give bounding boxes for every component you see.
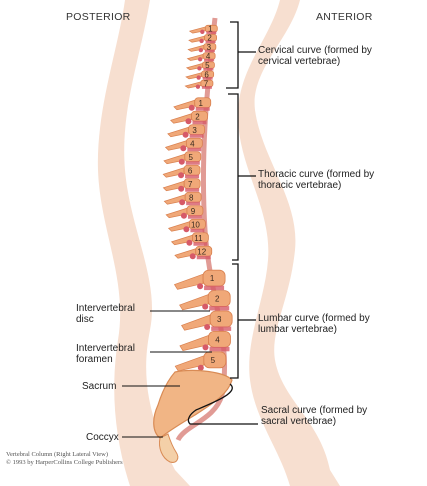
lumbar-vertebra-number: 1	[210, 274, 215, 283]
intervertebral-foramen	[204, 324, 211, 330]
intervertebral-foramen	[197, 66, 202, 71]
coccyx-label: Coccyx	[86, 432, 119, 443]
lumbar-vertebra	[203, 351, 227, 369]
thoracic-vertebra-number: 4	[190, 139, 195, 148]
thoracic-vertebra-number: 1	[199, 99, 204, 108]
intervertebral-foramen	[198, 47, 204, 53]
cervical-vertebra-number: 7	[204, 79, 209, 88]
lumbar-vertebra-number: 3	[217, 315, 222, 324]
intervertebral-disc	[204, 285, 225, 291]
intervertebral-disc	[187, 147, 202, 152]
intervertebral-disc	[211, 326, 232, 331]
intervertebral-foramen	[185, 118, 192, 125]
sacrum-shape	[153, 369, 233, 439]
intervertebral-foramen	[197, 283, 204, 290]
thoracic-vertebra-number: 5	[189, 153, 194, 162]
intervertebral-foramen	[178, 172, 185, 179]
vertebrae	[162, 24, 233, 372]
intervertebral-disc	[204, 49, 215, 53]
intervertebral-disc	[185, 174, 200, 179]
sacral-curve-label: Sacral curve (formed by sacral vertebrae…	[261, 405, 368, 427]
coccyx-shape	[159, 433, 179, 463]
thoracic-vertebra-number: 12	[197, 247, 206, 256]
thoracic-bracket	[228, 93, 239, 261]
intervertebral-disc	[205, 40, 216, 44]
intervertebral-foramen	[197, 364, 204, 371]
figure-credit: Vertebral Column (Right Lateral View) © …	[6, 451, 123, 466]
intervertebral-foramen	[178, 185, 185, 192]
cervical-curve-label: Cervical curve (formed by cervical verte…	[258, 45, 372, 67]
intervertebral-foramen	[196, 75, 201, 80]
thoracic-vertebra-number: 6	[188, 166, 193, 175]
intervertebral-disc	[202, 77, 213, 80]
intervertebral-disc-label: Intervertebral disc	[76, 303, 135, 325]
cervical-vertebra-number: 2	[207, 34, 212, 43]
intervertebral-disc	[195, 107, 210, 111]
thoracic-vertebra-number: 10	[191, 220, 200, 229]
lumbar-bracket	[230, 263, 239, 379]
intervertebral-foramen	[188, 104, 195, 111]
intervertebral-disc	[193, 242, 208, 246]
cervical-vertebra-number: 3	[207, 43, 212, 52]
intervertebral-disc	[187, 215, 202, 219]
intervertebral-disc	[189, 134, 204, 138]
intervertebral-foramen	[197, 57, 203, 62]
thoracic-vertebra-number: 7	[188, 180, 193, 189]
sacrum-label: Sacrum	[82, 381, 117, 392]
intervertebral-foramen	[180, 212, 187, 219]
lumbar-vertebra-number: 4	[215, 335, 220, 344]
intervertebral-foramen	[195, 84, 201, 89]
lumbar-curve-label: Lumbar curve (formed by lumbar vertebrae…	[258, 313, 370, 335]
thoracic-vertebra-number: 9	[191, 207, 196, 216]
front-silhouette	[237, 0, 340, 486]
anterior-heading: ANTERIOR	[316, 11, 373, 23]
intervertebral-foramen	[178, 158, 185, 165]
intervertebral-disc	[204, 58, 215, 62]
back-silhouette	[97, 0, 190, 486]
intervertebral-foramen	[199, 38, 204, 44]
intervertebral-foramen	[183, 226, 190, 233]
cervical-bracket	[226, 21, 239, 89]
cervical-vertebra-number: 4	[206, 52, 211, 61]
cervical-vertebra-number: 6	[204, 70, 209, 79]
intervertebral-disc	[185, 161, 200, 165]
thoracic-curve-label: Thoracic curve (formed by thoracic verte…	[258, 169, 375, 191]
lumbar-vertebra-number: 2	[215, 295, 220, 304]
intervertebral-foramen	[189, 253, 196, 260]
intervertebral-foramen	[202, 303, 209, 310]
posterior-heading: POSTERIOR	[66, 11, 131, 23]
intervertebral-foramen	[202, 344, 209, 351]
curve-brackets	[187, 21, 258, 425]
intervertebral-disc	[190, 228, 205, 233]
cervical-vertebra-number: 1	[208, 25, 213, 34]
intervertebral-disc	[196, 255, 211, 260]
intervertebral-foramen	[179, 199, 186, 206]
intervertebral-disc	[192, 120, 207, 125]
intervertebral-disc	[209, 306, 230, 311]
intervertebral-disc	[209, 346, 230, 352]
intervertebral-foramen	[200, 29, 205, 34]
intervertebral-disc	[185, 188, 200, 192]
intervertebral-foramen	[182, 131, 189, 138]
intervertebral-disc	[203, 67, 214, 71]
lumbar-vertebra-number: 5	[211, 356, 216, 365]
intervertebral-disc	[201, 86, 212, 89]
intervertebral-foramen	[186, 239, 193, 246]
cervical-vertebra-number: 5	[205, 61, 210, 70]
intervertebral-foramen-label: Intervertebral foramen	[76, 343, 135, 365]
sacral-bracket	[187, 383, 258, 425]
thoracic-vertebra-number: 3	[192, 126, 197, 135]
thoracic-vertebra-number: 11	[194, 234, 203, 243]
intervertebral-disc	[186, 201, 201, 206]
part-leaders	[122, 310, 212, 438]
intervertebral-foramen	[180, 145, 187, 152]
thoracic-vertebra-number: 8	[189, 193, 194, 202]
intervertebral-disc	[206, 31, 217, 34]
thoracic-vertebra-number: 2	[195, 112, 200, 121]
